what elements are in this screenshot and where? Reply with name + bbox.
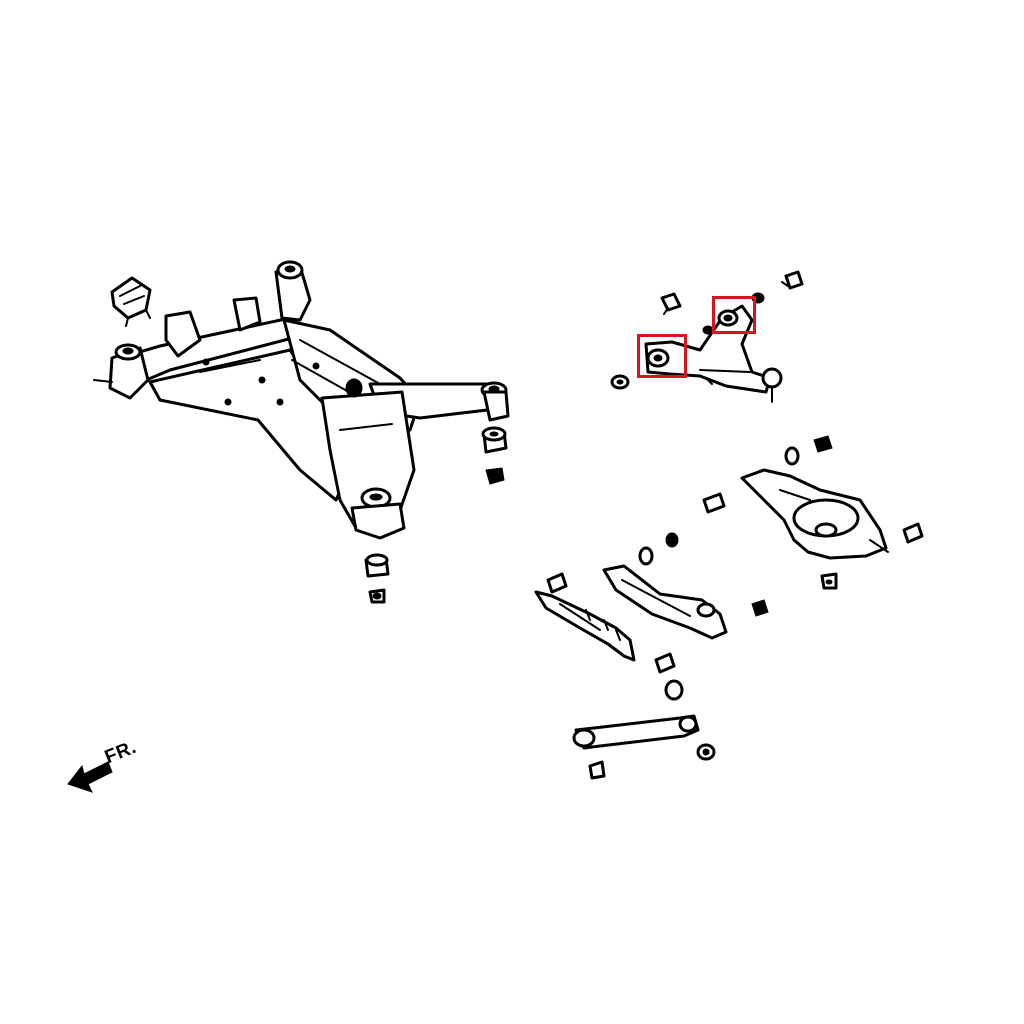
highlight-box-front-bushing <box>637 334 687 378</box>
middle-link-bolt <box>546 572 568 594</box>
upper-arm-nut-left <box>610 374 630 390</box>
rear-subframe <box>93 260 510 540</box>
subframe-bracket <box>110 276 152 327</box>
upper-arm-bolt-left <box>660 292 682 315</box>
lateral-link <box>572 714 700 750</box>
subframe-nut-lower <box>368 588 386 604</box>
upper-arm-nut-right <box>702 292 765 335</box>
lower-arm-nut <box>820 572 838 590</box>
lower-arm-bushing-top <box>784 435 833 466</box>
subframe-bushing-upper <box>481 426 508 454</box>
spring-link-arm <box>534 590 636 662</box>
middle-link-arm <box>602 564 728 640</box>
lateral-link-hardware <box>588 652 716 780</box>
subframe-bushing-lower <box>485 467 505 485</box>
lower-arm-bolt <box>702 492 924 544</box>
upper-control-arm <box>644 304 783 403</box>
upper-arm-bolt-right <box>781 270 804 290</box>
lower-control-arm <box>740 468 889 560</box>
middle-link-bushings <box>638 532 769 617</box>
subframe-nut-upper <box>364 553 390 578</box>
highlight-box-rear-bushing <box>712 296 756 334</box>
arrow-left-down-icon <box>67 761 113 793</box>
